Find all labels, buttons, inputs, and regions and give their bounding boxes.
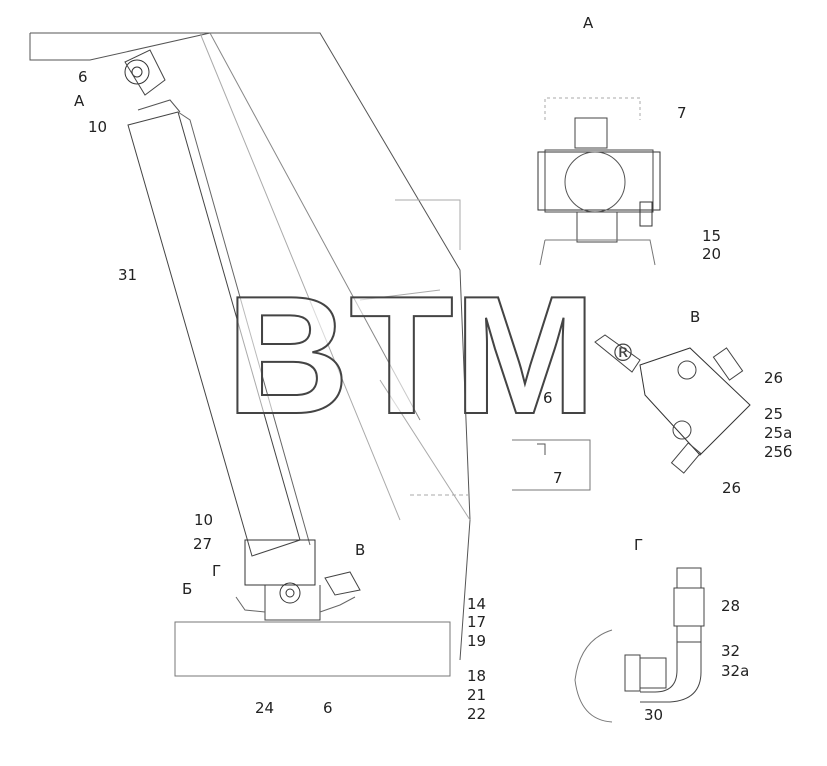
watermark-text: BTM (226, 287, 596, 422)
label-19: 19 (467, 632, 487, 650)
label-10-bottom: 10 (194, 511, 214, 529)
label-21: 21 (467, 686, 487, 704)
label-24: 24 (255, 699, 275, 717)
label-27: 27 (193, 535, 213, 553)
label-A-marker: А (74, 92, 85, 110)
view-v-label-25b: 25б (764, 443, 793, 461)
view-v-label-26-top: 26 (764, 369, 784, 387)
view-g-label-32: 32 (721, 642, 741, 660)
view-v-title: В (690, 308, 701, 326)
label-6-bottom: 6 (323, 699, 333, 717)
view-v-label-6: 6 (543, 389, 553, 407)
label-14: 14 (467, 595, 487, 613)
view-v-label-26-bottom: 26 (722, 479, 742, 497)
view-g-title: Г (634, 536, 644, 554)
view-g-drawing (574, 567, 705, 723)
view-a-label-15: 15 (702, 227, 722, 245)
label-22: 22 (467, 705, 487, 723)
view-a-title: А (583, 14, 594, 32)
view-v-label-25: 25 (764, 405, 784, 423)
view-g-label-30: 30 (644, 706, 664, 724)
label-V-marker: В (355, 541, 366, 559)
view-g-label-32a: 32а (721, 662, 750, 680)
bottom-mount (244, 539, 316, 586)
base-block (174, 621, 451, 677)
label-31: 31 (118, 266, 138, 284)
view-v-label-7: 7 (553, 469, 563, 487)
btm-watermark: BTM (225, 287, 597, 422)
view-v-label-25a: 25а (764, 424, 793, 442)
label-18: 18 (467, 667, 487, 685)
label-B-marker: Б (182, 580, 193, 598)
view-a-label-20: 20 (702, 245, 722, 263)
view-a-label-7: 7 (677, 104, 687, 122)
label-17: 17 (467, 613, 487, 631)
label-6-top: 6 (78, 68, 88, 86)
view-g-label-28: 28 (721, 597, 741, 615)
view-a-drawing (537, 97, 661, 266)
registered-mark: ® (611, 339, 635, 367)
top-beam (30, 32, 471, 661)
label-G-marker: Г (212, 562, 222, 580)
label-10-top: 10 (88, 118, 108, 136)
top-eye (124, 59, 150, 85)
view-v-drawing (512, 334, 751, 491)
